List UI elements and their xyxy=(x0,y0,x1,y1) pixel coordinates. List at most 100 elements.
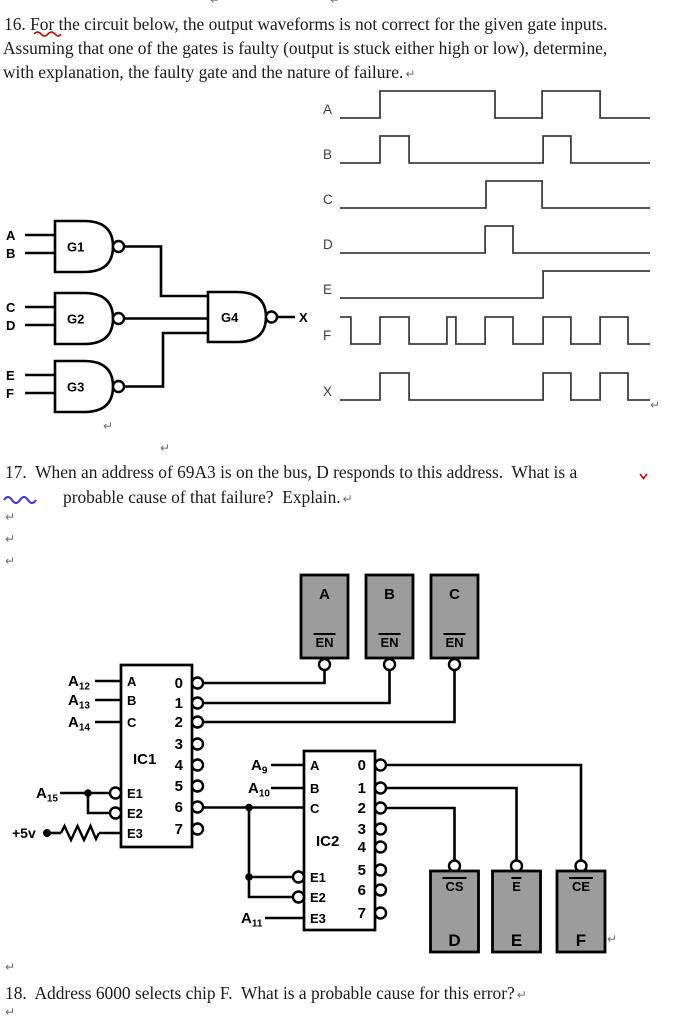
chip-body xyxy=(429,573,480,660)
pin-label: E1 xyxy=(310,870,326,885)
output-pin-label: 7 xyxy=(175,821,183,838)
address-line-label: A10 xyxy=(248,780,270,800)
chip-body xyxy=(491,869,542,954)
inverter-bubble xyxy=(373,906,388,920)
output-pin-label: 2 xyxy=(358,800,366,817)
address-line-label: A9 xyxy=(251,757,268,777)
pin-label: A xyxy=(310,758,320,773)
inverter-bubble xyxy=(373,840,388,854)
wire xyxy=(203,670,391,705)
waveform-trace xyxy=(340,270,650,299)
resistor-zigzag xyxy=(59,823,101,843)
ic-name: IC1 xyxy=(133,751,156,768)
output-pin-label: 6 xyxy=(358,882,366,899)
inverter-bubble xyxy=(190,758,205,772)
pilcrow-mark: ↵ xyxy=(516,988,527,1002)
inverter-bubble xyxy=(317,657,332,672)
pilcrow-mark: ↵ xyxy=(103,419,114,433)
nand-gate-G1: AB G1 xyxy=(6,219,126,274)
pin-label: E1 xyxy=(127,786,143,801)
pilcrow-mark: ↵ xyxy=(330,0,341,7)
waveform-trace xyxy=(340,180,650,209)
waveform-trace xyxy=(340,225,650,254)
inverter-bubble xyxy=(108,786,123,800)
pin-label: B xyxy=(310,781,319,796)
ic-body xyxy=(302,749,377,932)
pin-label: E3 xyxy=(310,911,326,926)
inverter-bubble xyxy=(264,310,279,324)
inverter-bubble xyxy=(190,779,205,793)
output-pin-label: 1 xyxy=(358,780,366,797)
question-16-line-3: with explanation, the faulty gate and th… xyxy=(3,62,416,82)
waveform-B: B xyxy=(323,135,650,164)
address-line-label: A15 xyxy=(36,785,58,805)
pin-label: C xyxy=(127,715,137,730)
inverter-bubble xyxy=(111,311,126,326)
waveform-trace xyxy=(340,372,650,401)
chip-name: B xyxy=(384,586,395,603)
inverter-bubble xyxy=(190,696,205,710)
waveform-label: F xyxy=(323,328,331,343)
inverter-bubble xyxy=(190,676,205,690)
waveform-D: D xyxy=(323,225,650,254)
ic-body xyxy=(119,663,194,849)
gate-input-label: A xyxy=(6,228,16,243)
output-pin-label: 4 xyxy=(175,757,184,774)
output-pin-label: 4 xyxy=(358,839,367,856)
wire xyxy=(86,793,110,815)
wire xyxy=(247,877,293,899)
junction-dot xyxy=(245,873,253,881)
wire xyxy=(386,763,583,861)
waveform-label: X xyxy=(323,384,332,399)
pilcrow-mark: ↵ xyxy=(5,510,16,524)
output-pin-label: 2 xyxy=(175,714,183,731)
gate-input-label: C xyxy=(6,300,16,315)
address-line-label: A11 xyxy=(241,910,263,930)
gate-name: G4 xyxy=(221,310,239,325)
gate-input-label: B xyxy=(6,246,15,261)
question-16-line-1: 16. For the circuit below, the output wa… xyxy=(4,14,608,34)
question-17-line-2: probable cause of that failure? Explain.… xyxy=(63,487,353,507)
pilcrow-mark: ↵ xyxy=(5,1005,16,1019)
address-decoder-circuit: ABCE1E2E301234567IC1A12A13A14A15+5vABCE1… xyxy=(12,573,607,954)
wire xyxy=(386,786,518,861)
gate-name: G1 xyxy=(67,240,84,255)
output-pin-label: 6 xyxy=(175,799,183,816)
power-label: +5v xyxy=(12,825,36,841)
inverter-bubble xyxy=(291,870,306,884)
waveform-label: A xyxy=(323,102,332,117)
chip-enable-label: EN xyxy=(445,635,463,650)
question-16-line-2: Assuming that one of the gates is faulty… xyxy=(3,38,608,58)
chip-body xyxy=(555,869,607,954)
waveform-A: A xyxy=(323,90,650,119)
pilcrow-mark: ↵ xyxy=(650,398,661,412)
chip-name: E xyxy=(511,931,522,950)
waveform-trace xyxy=(340,316,650,345)
gate-name: G3 xyxy=(67,380,84,395)
pin-label: C xyxy=(310,801,320,816)
pilcrow-mark: ↵ xyxy=(210,0,221,7)
waveform-label: E xyxy=(323,282,332,297)
waveform-trace xyxy=(340,90,650,119)
spellcheck-squiggle-red xyxy=(33,31,62,37)
nand-gate-G4: G4 xyxy=(206,290,279,344)
memory-chip-E: EE xyxy=(491,859,542,954)
pin-label: B xyxy=(127,693,136,708)
pin-label: E2 xyxy=(310,890,326,905)
chip-enable-label: EN xyxy=(315,635,333,650)
gate-name: G2 xyxy=(67,312,84,327)
pin-label: E3 xyxy=(127,826,143,841)
chip-name: C xyxy=(449,586,460,603)
question-18-line-1: 18. Address 6000 selects chip F. What is… xyxy=(5,983,527,1003)
inverter-bubble xyxy=(382,657,397,672)
memory-chip-F: CEF xyxy=(555,859,607,954)
inverter-bubble xyxy=(373,863,388,877)
inverter-bubble xyxy=(190,822,205,836)
junction-dot xyxy=(245,803,253,812)
spellcheck-caron-red xyxy=(639,473,648,480)
waveform-C: C xyxy=(323,180,650,209)
